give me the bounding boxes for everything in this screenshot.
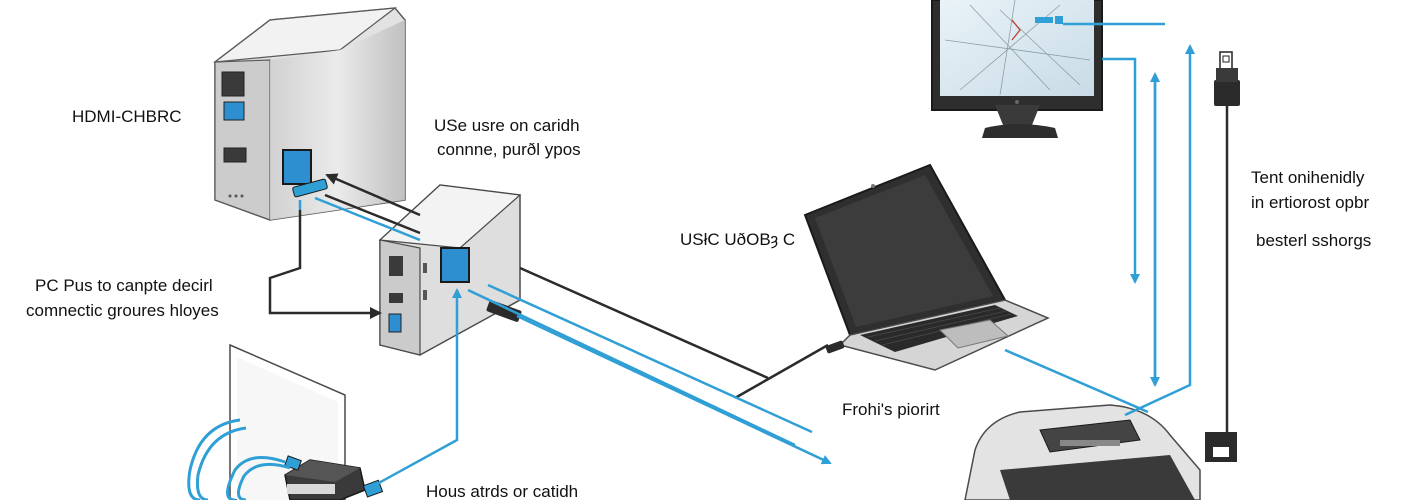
usb-adapter <box>284 455 384 500</box>
laptop-screen <box>815 175 993 327</box>
tent-line-2: in ertiorost opbr <box>1251 193 1369 212</box>
frohis-label: Frohi's piorirt <box>842 400 940 419</box>
monitor-screen <box>940 0 1094 96</box>
laptop <box>803 163 1050 371</box>
blue-cables <box>298 22 1195 492</box>
hub-box <box>378 184 522 356</box>
hous-label: Hous atrds or catidh <box>426 482 578 500</box>
laptop-trackpad <box>938 319 1010 349</box>
dock-device <box>964 404 1201 500</box>
tower-port-1 <box>221 71 245 97</box>
tower-port-usb <box>223 101 245 121</box>
hub-port-2 <box>389 293 403 303</box>
use-line-1: USe usre on caridh <box>434 116 580 135</box>
tower-blue-port <box>282 149 312 185</box>
tent-line-1: Tent onihenidly <box>1251 168 1365 187</box>
pc-tower <box>212 7 406 221</box>
besterl-label: besterl sshorgs <box>1256 231 1371 250</box>
dark-cables <box>268 173 829 400</box>
pc-line-1: PC Pus to canpte decirl <box>35 276 213 295</box>
hdmi-label: HDMI-CHBRC <box>72 107 182 126</box>
pc-line-2: comnectic groures hloyes <box>26 301 219 320</box>
usb-plug-hanging <box>1205 51 1240 462</box>
use-line-2: connne, purðl ypos <box>437 140 581 159</box>
hub-port-1 <box>389 256 403 276</box>
monitor <box>931 0 1103 138</box>
coiled-cable <box>187 418 291 500</box>
usbc-label: USłC UðOBȝ C <box>680 230 795 249</box>
laptop-keyboard <box>860 305 1018 352</box>
hub-plug <box>486 300 522 322</box>
hub-blue-port <box>440 247 470 283</box>
tower-port-hdmi <box>223 147 247 163</box>
hub-port-usb <box>388 313 402 333</box>
laptop-plug <box>825 340 845 354</box>
